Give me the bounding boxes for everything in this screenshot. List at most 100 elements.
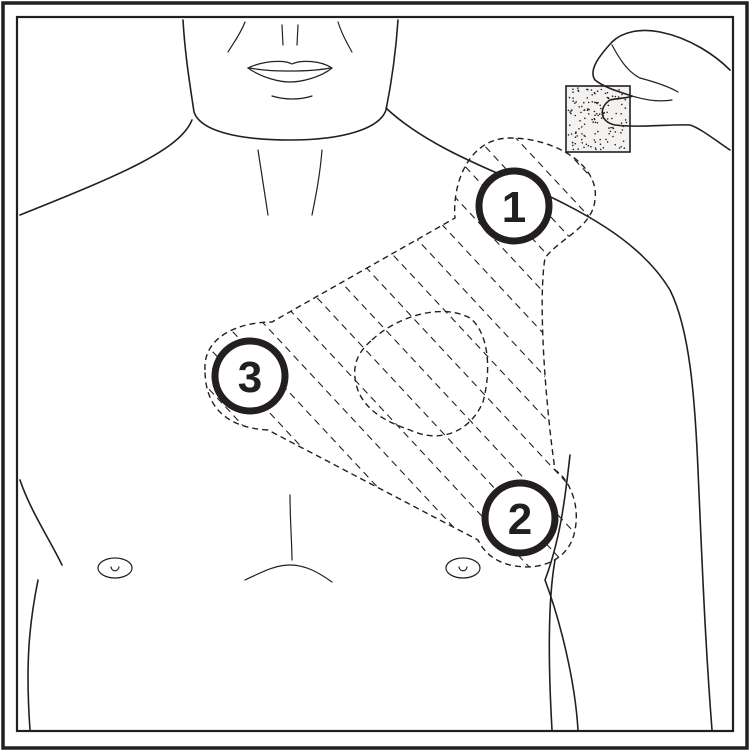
gauze-texture-dot [591, 94, 593, 96]
gauze-texture-dot [574, 102, 576, 104]
gauze-texture-dot [572, 100, 574, 102]
gauze-texture-dot [608, 105, 610, 107]
outer-frame [3, 3, 747, 748]
left-nipple [98, 558, 132, 578]
gauze-texture-dot [594, 111, 596, 113]
gauze-texture-dot [597, 122, 599, 124]
gauze-texture-dot [588, 145, 590, 147]
gauze-texture-dot [600, 108, 602, 110]
gauze-texture-dot [572, 91, 574, 93]
marker-2: 2 [485, 483, 555, 553]
gauze-texture-dot [615, 113, 617, 115]
gauze-texture-dot [607, 118, 609, 120]
gauze-texture-dot [594, 133, 596, 135]
gauze-texture-dot [612, 95, 614, 97]
gauze-texture-dot [595, 141, 597, 143]
marker-1: 1 [479, 171, 549, 241]
gauze-texture-dot [577, 87, 579, 89]
gauze-texture-dot [577, 90, 579, 92]
gauze-texture-dot [583, 147, 585, 149]
marker-1-label: 1 [502, 183, 526, 232]
gauze-texture-dot [620, 113, 622, 115]
gauze-pad [566, 86, 630, 152]
gauze-texture-dot [605, 139, 607, 141]
gauze-texture-dot [623, 141, 625, 143]
gauze-texture-dot [581, 139, 583, 141]
gauze-texture-dot [594, 114, 596, 116]
marker-3-label: 3 [238, 353, 262, 402]
gauze-texture-dot [569, 111, 571, 113]
gauze-texture-dot [594, 139, 596, 141]
gauze-texture-dot [580, 112, 582, 114]
hand-holding-gauze-icon [566, 30, 730, 152]
gauze-texture-dot [594, 92, 596, 94]
gauze-texture-dot [596, 103, 598, 105]
gauze-texture-dot [615, 96, 617, 98]
gauze-texture-dot [584, 118, 586, 120]
gauze-texture-dot [572, 145, 574, 147]
gauze-texture-dot [601, 117, 603, 119]
gauze-texture-dot [587, 108, 589, 110]
gauze-texture-dot [611, 118, 613, 120]
gauze-texture-dot [619, 147, 621, 149]
gauze-texture-dot [597, 115, 599, 117]
gauze-texture-dot [572, 97, 574, 99]
gauze-texture-dot [581, 106, 583, 108]
gauze-texture-dot [584, 109, 586, 111]
gauze-texture-dot [608, 127, 610, 129]
marker-3: 3 [215, 341, 285, 411]
gauze-texture-dot [621, 94, 623, 96]
gauze-texture-dot [625, 99, 627, 101]
gauze-texture-dot [595, 147, 597, 149]
gauze-texture-dot [574, 115, 576, 117]
gauze-texture-dot [621, 122, 623, 124]
gauze-texture-dot [569, 124, 571, 126]
gauze-texture-dot [621, 104, 623, 106]
gauze-texture-dot [607, 92, 609, 94]
gauze-texture-dot [577, 148, 579, 150]
gauze-texture-dot [618, 96, 620, 98]
gauze-texture-dot [575, 131, 577, 133]
gauze-texture-dot [597, 131, 599, 133]
gauze-texture-dot [588, 102, 590, 104]
gauze-texture-dot [605, 93, 607, 95]
gauze-texture-dot [587, 89, 589, 91]
face [228, 22, 352, 99]
gauze-texture-dot [618, 89, 620, 91]
electrode-pad [10, 0, 750, 740]
gauze-texture-dot [576, 135, 578, 137]
gauze-texture-dot [599, 139, 601, 141]
gauze-texture-dot [624, 147, 626, 149]
gauze-texture-dot [583, 135, 585, 137]
gauze-texture-dot [584, 124, 586, 126]
gauze-texture-dot [587, 109, 589, 111]
gauze-texture-dot [570, 113, 572, 115]
gauze-texture-dot [569, 97, 571, 99]
gauze-texture-dot [608, 133, 610, 135]
gauze-texture-dot [625, 107, 627, 109]
gauze-texture-dot [591, 119, 593, 121]
pad-center-cutout [355, 312, 488, 436]
gauze-texture-dot [594, 118, 596, 120]
gauze-texture-dot [578, 128, 580, 130]
gauze-texture-dot [626, 122, 628, 124]
gauze-texture-dot [582, 142, 584, 144]
gauze-texture-dot [575, 136, 577, 138]
gauze-texture-dot [595, 122, 597, 124]
gauze-texture-dot [592, 101, 594, 103]
gauze-texture-dot [571, 133, 573, 135]
gauze-texture-dot [608, 98, 610, 100]
gauze-texture-dot [586, 144, 588, 146]
gauze-texture-dot [612, 136, 614, 138]
gauze-texture-dot [595, 149, 597, 151]
gauze-texture-dot [591, 89, 593, 91]
gauze-texture-dot [599, 113, 601, 115]
gauze-texture-dot [600, 143, 602, 145]
gauze-texture-dot [568, 110, 570, 112]
gauze-texture-dot [575, 101, 577, 103]
gauze-texture-dot [600, 149, 602, 151]
gauze-texture-dot [597, 90, 599, 92]
gauze-texture-dot [596, 113, 598, 115]
gauze-texture-dot [568, 134, 570, 136]
